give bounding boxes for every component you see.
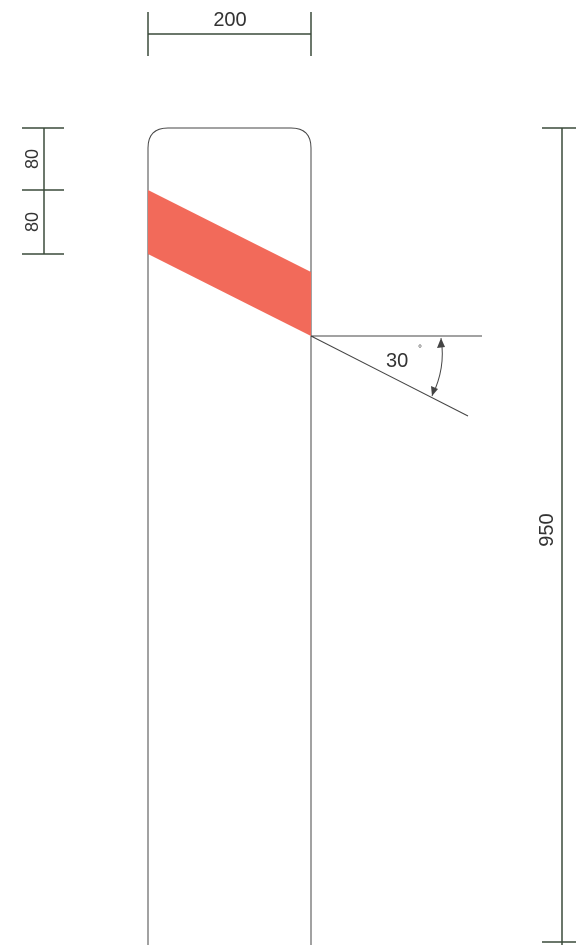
height-label: 950 bbox=[536, 513, 558, 546]
angle-annotation: 30 ° bbox=[310, 335, 482, 417]
width-dimension: 200 bbox=[147, 9, 312, 56]
angle-label: 30 bbox=[386, 350, 408, 372]
top-segment-label: 80 bbox=[22, 149, 42, 169]
width-label: 200 bbox=[213, 9, 246, 31]
red-stripe bbox=[148, 190, 311, 336]
stripe-segment-label: 80 bbox=[22, 212, 42, 232]
angle-degree-symbol: ° bbox=[418, 344, 422, 355]
angle-arrow-bottom bbox=[431, 386, 438, 396]
top-segments-dimension: 80 80 bbox=[22, 127, 64, 255]
height-dimension: 950 bbox=[536, 127, 576, 945]
angle-arrow-top bbox=[437, 338, 445, 348]
post-outline bbox=[147, 127, 312, 945]
angle-slope-line bbox=[310, 335, 469, 417]
